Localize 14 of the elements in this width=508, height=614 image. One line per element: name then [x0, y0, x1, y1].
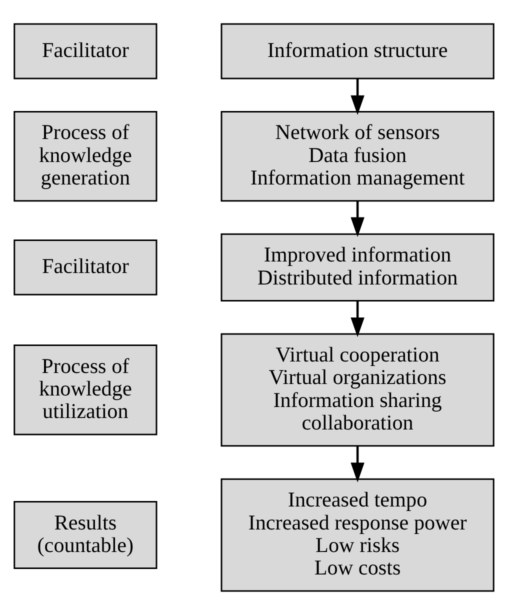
node-box: Results (countable): [14, 500, 158, 569]
node-box: Facilitator: [14, 238, 158, 295]
node-box: Process of knowledge generation: [14, 110, 158, 202]
arrow: [350, 300, 364, 337]
node-box: Process of knowledge utilization: [14, 344, 158, 435]
node-box: Network of sensors Data fusion Information management: [220, 110, 494, 202]
node-box: Improved information Distributed information: [220, 232, 494, 301]
node-box: Information structure: [220, 22, 494, 79]
node-box: Facilitator: [14, 22, 158, 79]
arrow: [350, 200, 364, 236]
node-box: Increased tempo Increased response power Low risks Low costs: [220, 478, 494, 592]
node-box: Virtual cooperation Virtual organizations Information sharing collaboration: [220, 332, 494, 446]
arrow: [350, 445, 364, 482]
arrow: [350, 78, 364, 115]
